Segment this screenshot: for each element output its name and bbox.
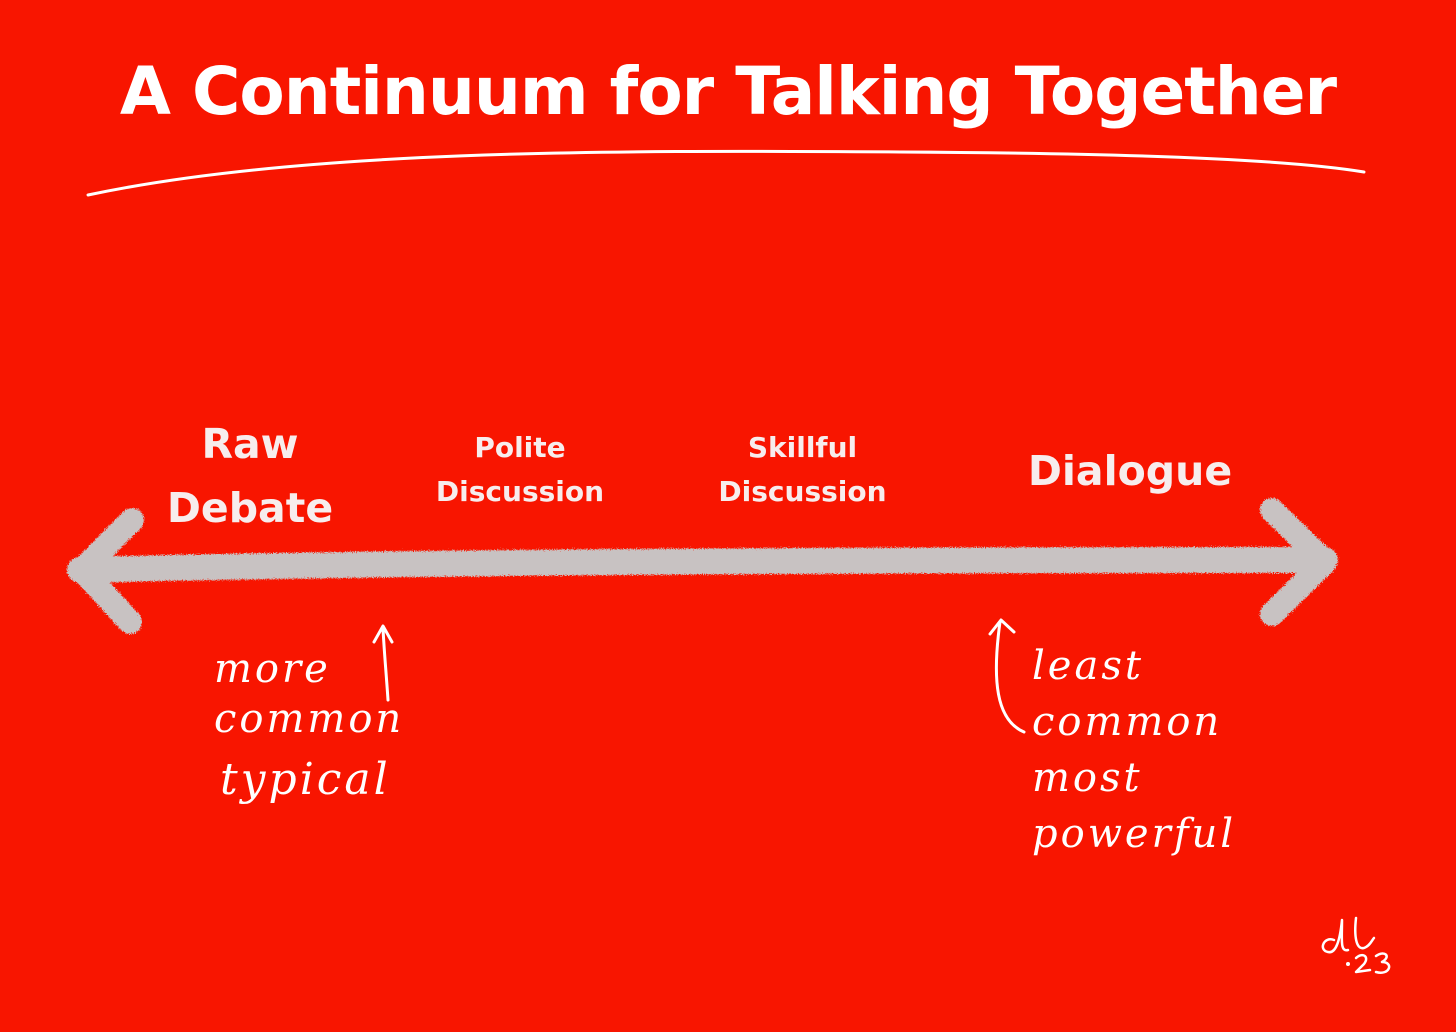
label-line: Debate <box>166 484 334 532</box>
label-line: Discussion <box>718 475 887 508</box>
note-line: common <box>214 696 405 742</box>
label-line: Polite <box>474 431 566 464</box>
note-line: powerful <box>1032 811 1237 857</box>
page-title: A Continuum for Talking Together <box>119 53 1337 130</box>
title-underline <box>86 149 1366 197</box>
note-line: more <box>214 646 331 692</box>
label-dialogue: Dialogue <box>1000 444 1260 498</box>
note-left: more common <box>214 644 404 744</box>
arrow-head-right <box>1260 498 1337 626</box>
arrow-head-left <box>70 508 144 634</box>
arrow-shaft <box>67 547 1338 583</box>
note-line: most <box>1032 755 1143 801</box>
label-skillful-discussion: Skillful Discussion <box>700 426 905 514</box>
note-right: least common most powerful <box>1032 638 1236 862</box>
pointer-arrow-left <box>372 624 394 702</box>
label-line: Discussion <box>435 475 605 508</box>
continuum-arrow <box>67 498 1338 634</box>
note-left-extra: typical <box>220 754 391 805</box>
label-line: Skillful <box>747 431 858 464</box>
note-line: least <box>1032 643 1144 689</box>
label-line: Raw <box>201 420 299 468</box>
label-polite-discussion: Polite Discussion <box>420 426 620 514</box>
note-line: common <box>1032 699 1223 745</box>
pointer-arrow-right <box>988 618 1026 734</box>
label-raw-debate: Raw Debate <box>150 412 350 540</box>
artist-signature <box>1321 916 1391 974</box>
label-line: Dialogue <box>1027 447 1233 495</box>
